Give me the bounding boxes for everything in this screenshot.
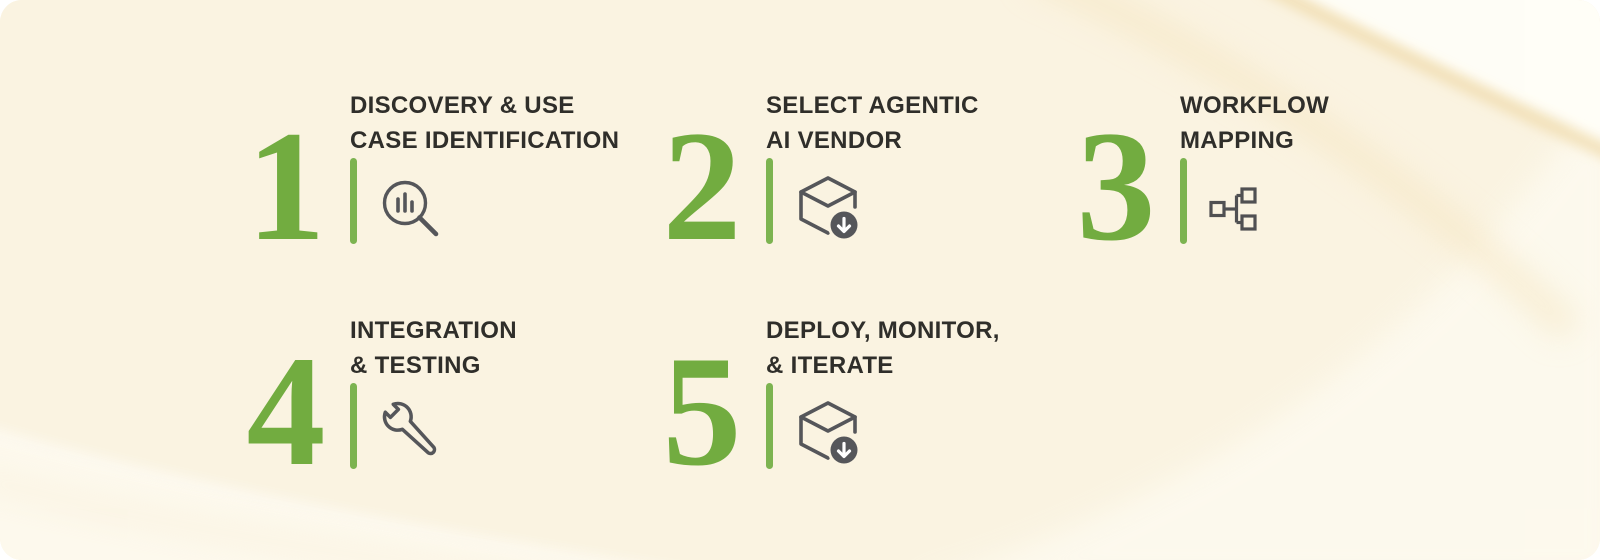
step-icon-row — [766, 158, 979, 244]
step-title: WORKFLOW MAPPING — [1180, 88, 1329, 158]
step-title-line2: MAPPING — [1180, 127, 1295, 154]
step-title-line1: DEPLOY, MONITOR, — [766, 317, 1000, 344]
step-4: 4 INTEGRATION & TESTING — [238, 313, 517, 500]
package-download-icon — [795, 399, 861, 469]
step-title-line2: AI VENDOR — [766, 127, 903, 154]
separator-line — [1180, 158, 1187, 244]
step-number: 2 — [662, 99, 742, 275]
step-title-line1: SELECT AGENTIC — [766, 92, 979, 119]
separator-line — [350, 383, 357, 469]
step-title: INTEGRATION & TESTING — [350, 313, 517, 383]
step-number: 4 — [246, 324, 326, 500]
step-title-line2: & ITERATE — [766, 352, 894, 379]
step-icon-row — [1180, 158, 1329, 244]
step-title: DISCOVERY & USE CASE IDENTIFICATION — [350, 88, 619, 158]
step-icon-row — [766, 383, 1000, 469]
step-icon-row — [350, 383, 517, 469]
step-2: 2 SELECT AGENTIC AI VENDOR — [654, 88, 979, 275]
step-content: DISCOVERY & USE CASE IDENTIFICATION — [350, 88, 619, 244]
step-content: WORKFLOW MAPPING — [1180, 88, 1329, 244]
step-title-line1: WORKFLOW — [1180, 92, 1330, 119]
step-title: SELECT AGENTIC AI VENDOR — [766, 88, 979, 158]
separator-line — [766, 383, 773, 469]
step-content: DEPLOY, MONITOR, & ITERATE — [766, 313, 1000, 469]
step-1: 1 DISCOVERY & USE CASE IDENTIFICATION — [238, 88, 619, 275]
step-5: 5 DEPLOY, MONITOR, & ITERATE — [654, 313, 1000, 500]
step-number: 1 — [246, 99, 326, 275]
workflow-tree-icon — [1209, 186, 1273, 232]
step-title: DEPLOY, MONITOR, & ITERATE — [766, 313, 1000, 383]
step-title-line1: DISCOVERY & USE — [350, 92, 575, 119]
step-number: 3 — [1076, 99, 1156, 275]
wrench-icon — [379, 398, 441, 460]
package-download-icon — [795, 174, 861, 244]
step-title-line1: INTEGRATION — [350, 317, 517, 344]
step-content: INTEGRATION & TESTING — [350, 313, 517, 469]
step-3: 3 WORKFLOW MAPPING — [1068, 88, 1329, 275]
magnifier-chart-icon — [379, 178, 443, 242]
step-content: SELECT AGENTIC AI VENDOR — [766, 88, 979, 244]
step-icon-row — [350, 158, 619, 244]
separator-line — [766, 158, 773, 244]
step-number: 5 — [662, 324, 742, 500]
step-title-line2: CASE IDENTIFICATION — [350, 127, 620, 154]
separator-line — [350, 158, 357, 244]
step-title-line2: & TESTING — [350, 352, 481, 379]
